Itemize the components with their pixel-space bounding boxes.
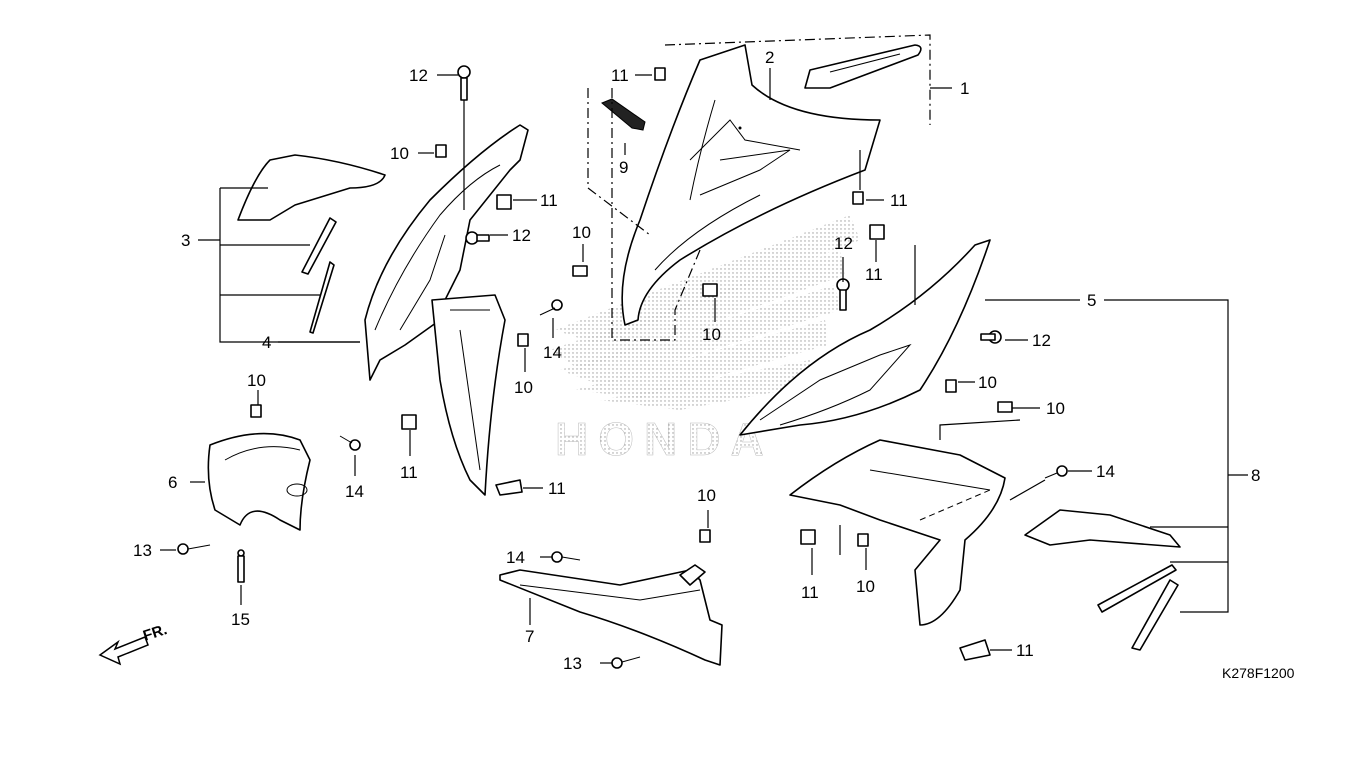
lower-bracket bbox=[499, 564, 723, 666]
callout-8: 8 bbox=[1251, 466, 1260, 485]
right-lower-cowl bbox=[789, 439, 1006, 626]
callout-10d: 10 bbox=[514, 378, 533, 397]
callout-12d: 12 bbox=[1032, 331, 1051, 350]
callout-10i: 10 bbox=[856, 577, 875, 596]
callout-11c: 11 bbox=[890, 191, 908, 210]
callout-5: 5 bbox=[1087, 291, 1096, 310]
callout-9: 9 bbox=[619, 158, 628, 177]
callout-11a: 11 bbox=[611, 66, 629, 85]
fastener-clips bbox=[250, 67, 1013, 661]
callout-1: 1 bbox=[960, 79, 969, 98]
front-direction-arrow: FR. bbox=[98, 621, 169, 666]
inner-panel bbox=[207, 432, 311, 531]
callout-4: 4 bbox=[262, 333, 271, 352]
callout-12c: 12 bbox=[834, 234, 853, 253]
callout-10e: 10 bbox=[247, 371, 266, 390]
honda-logo-text: HONDA bbox=[555, 413, 774, 465]
callout-11f: 11 bbox=[548, 479, 566, 498]
drawing-code: K278F1200 bbox=[1222, 665, 1295, 681]
front-top-cover bbox=[621, 44, 881, 326]
right-side-cover bbox=[739, 239, 991, 436]
callout-2: 2 bbox=[765, 48, 774, 67]
leader-lines bbox=[160, 34, 1248, 664]
callout-13a: 13 bbox=[133, 541, 152, 560]
callout-10a: 10 bbox=[390, 144, 409, 163]
small-emblem bbox=[601, 98, 646, 131]
callout-11h: 11 bbox=[1016, 641, 1034, 660]
callout-11b: 11 bbox=[540, 191, 558, 210]
callout-7: 7 bbox=[525, 627, 534, 646]
callout-12a: 12 bbox=[409, 66, 428, 85]
callout-10g: 10 bbox=[1046, 399, 1065, 418]
callout-11e: 11 bbox=[400, 463, 418, 482]
front-direction-label: FR. bbox=[141, 621, 169, 645]
callout-10c: 10 bbox=[702, 325, 721, 344]
callout-14c: 14 bbox=[1096, 462, 1115, 481]
left-side-cover bbox=[364, 124, 529, 496]
callout-14a: 14 bbox=[543, 343, 562, 362]
bolts-screws bbox=[177, 65, 1068, 669]
emblem-decal bbox=[804, 44, 922, 89]
callout-14d: 14 bbox=[506, 548, 525, 567]
callout-11g: 11 bbox=[801, 583, 819, 602]
callout-10h: 10 bbox=[697, 486, 716, 505]
callout-numbers: 1 2 3 4 5 6 7 8 9 10 10 10 10 10 10 10 1… bbox=[133, 48, 1260, 673]
callout-15: 15 bbox=[231, 610, 250, 629]
callout-6: 6 bbox=[168, 473, 177, 492]
callout-14b: 14 bbox=[345, 482, 364, 501]
lower-cowl-decals bbox=[1024, 509, 1181, 651]
callout-10b: 10 bbox=[572, 223, 591, 242]
callout-11d: 11 bbox=[865, 265, 883, 284]
callout-13b: 13 bbox=[563, 654, 582, 673]
callout-3: 3 bbox=[181, 231, 190, 250]
callout-12b: 12 bbox=[512, 226, 531, 245]
callout-10f: 10 bbox=[978, 373, 997, 392]
side-decals bbox=[237, 154, 386, 334]
